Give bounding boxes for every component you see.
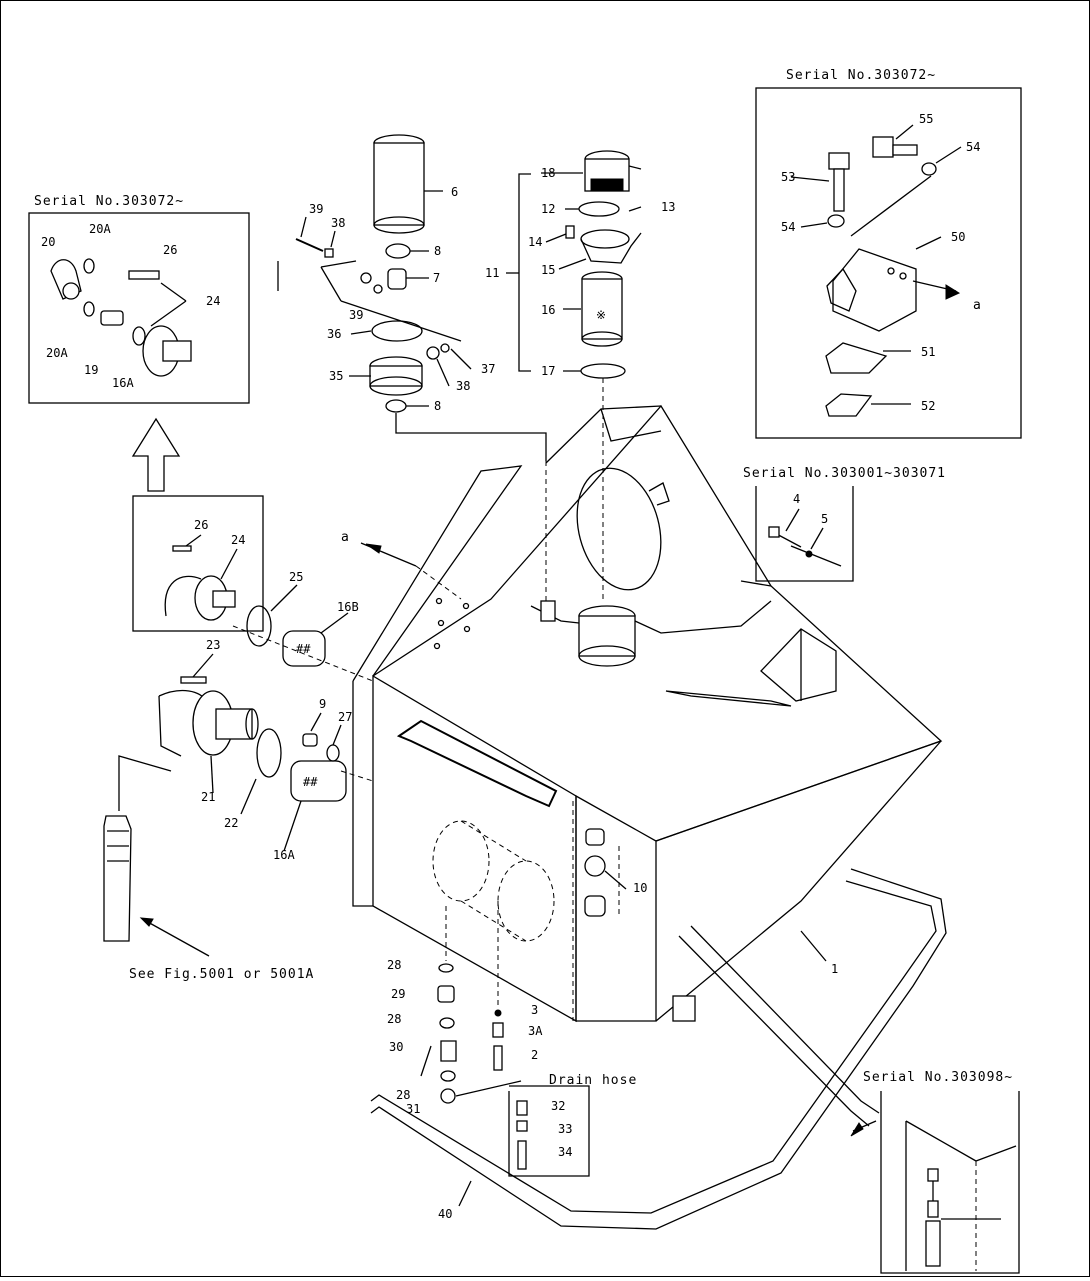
part-label: 5 bbox=[821, 512, 828, 526]
part-label: 4 bbox=[793, 492, 800, 506]
part-label: 18 bbox=[541, 166, 555, 180]
arrow-a-label: a bbox=[341, 530, 350, 545]
inset-mid-right bbox=[740, 486, 854, 587]
part-label: 20A bbox=[46, 346, 68, 360]
part-label: 20 bbox=[41, 235, 55, 249]
part-label: 51 bbox=[921, 345, 935, 359]
serial-mid-right: Serial No.303001~303071 bbox=[743, 466, 946, 481]
part-label: 55 bbox=[919, 112, 933, 126]
part-label: 33 bbox=[558, 1122, 572, 1136]
part-label: 38 bbox=[456, 379, 470, 393]
part-label: 28 bbox=[387, 958, 401, 972]
part-label: 38 bbox=[331, 216, 345, 230]
part-label: 52 bbox=[921, 399, 935, 413]
arrow-a bbox=[360, 542, 462, 600]
part-label: 37 bbox=[481, 362, 495, 376]
arrow-a-inset-label: a bbox=[973, 298, 982, 313]
part-label: 12 bbox=[541, 202, 555, 216]
strainer-assembly bbox=[277, 134, 547, 601]
leader-lines bbox=[185, 124, 962, 1207]
part-label: 26 bbox=[194, 518, 208, 532]
part-label: 9 bbox=[319, 697, 326, 711]
part-label: 36 bbox=[327, 327, 341, 341]
hydraulic-tank bbox=[352, 404, 943, 1023]
part-label: 3A bbox=[528, 1024, 543, 1038]
part-label: 54 bbox=[966, 140, 980, 154]
suction-side: ## ## bbox=[103, 417, 374, 957]
part-label: 23 bbox=[206, 638, 220, 652]
part-label: 39 bbox=[349, 308, 363, 322]
part-label: 16A bbox=[273, 848, 295, 862]
part-label: 14 bbox=[528, 235, 542, 249]
part-label: 17 bbox=[541, 364, 555, 378]
part-label: 50 bbox=[951, 230, 965, 244]
serial-top-right: Serial No.303072~ bbox=[786, 68, 936, 83]
part-label: 1 bbox=[831, 962, 838, 976]
part-label: 15 bbox=[541, 263, 555, 277]
part-label: 35 bbox=[329, 369, 343, 383]
filler-cap-assembly: ※ bbox=[506, 150, 642, 601]
part-label: 2 bbox=[531, 1048, 538, 1062]
part-label: 3 bbox=[531, 1003, 538, 1017]
inset-top-left bbox=[28, 212, 250, 404]
serial-top-left: Serial No.303072~ bbox=[34, 194, 184, 209]
part-label: 54 bbox=[781, 220, 795, 234]
part-label: 16A bbox=[112, 376, 134, 390]
part-label: 20A bbox=[89, 222, 111, 236]
part-label: 7 bbox=[433, 271, 440, 285]
part-label: 19 bbox=[84, 363, 98, 377]
part-label: 6 bbox=[451, 185, 458, 199]
svg-text:※: ※ bbox=[596, 308, 606, 322]
part-label: 22 bbox=[224, 816, 238, 830]
part-label: 26 bbox=[163, 243, 177, 257]
part-label: 27 bbox=[338, 710, 352, 724]
part-label: 31 bbox=[406, 1102, 420, 1116]
inset-top-right bbox=[755, 87, 1022, 439]
part-label: 8 bbox=[434, 244, 441, 258]
part-label: 25 bbox=[289, 570, 303, 584]
part-label: 24 bbox=[206, 294, 220, 308]
see-fig-note: See Fig.5001 or 5001A bbox=[129, 967, 314, 982]
frame-40 bbox=[370, 868, 947, 1230]
part-label: 24 bbox=[231, 533, 245, 547]
svg-text:##: ## bbox=[296, 642, 311, 656]
part-label: 8 bbox=[434, 399, 441, 413]
part-label: 32 bbox=[551, 1099, 565, 1113]
part-label: 34 bbox=[558, 1145, 572, 1159]
part-label: 53 bbox=[781, 170, 795, 184]
inset-bottom-right bbox=[850, 1091, 1020, 1274]
part-label: 28 bbox=[387, 1012, 401, 1026]
part-label: 28 bbox=[396, 1088, 410, 1102]
drain-parts bbox=[420, 901, 590, 1177]
part-label: 39 bbox=[309, 202, 323, 216]
svg-text:##: ## bbox=[303, 775, 318, 789]
drain-hose-label: Drain hose bbox=[549, 1073, 637, 1088]
part-label: 11 bbox=[485, 266, 499, 280]
part-label: 29 bbox=[391, 987, 405, 1001]
part-label: 21 bbox=[201, 790, 215, 804]
part-label: 16 bbox=[541, 303, 555, 317]
part-label: 13 bbox=[661, 200, 675, 214]
part-label: 40 bbox=[438, 1207, 452, 1221]
serial-bottom-right: Serial No.303098~ bbox=[863, 1070, 1013, 1085]
part-label: 30 bbox=[389, 1040, 403, 1054]
part-label: 10 bbox=[633, 881, 647, 895]
part-label: 16B bbox=[337, 600, 359, 614]
